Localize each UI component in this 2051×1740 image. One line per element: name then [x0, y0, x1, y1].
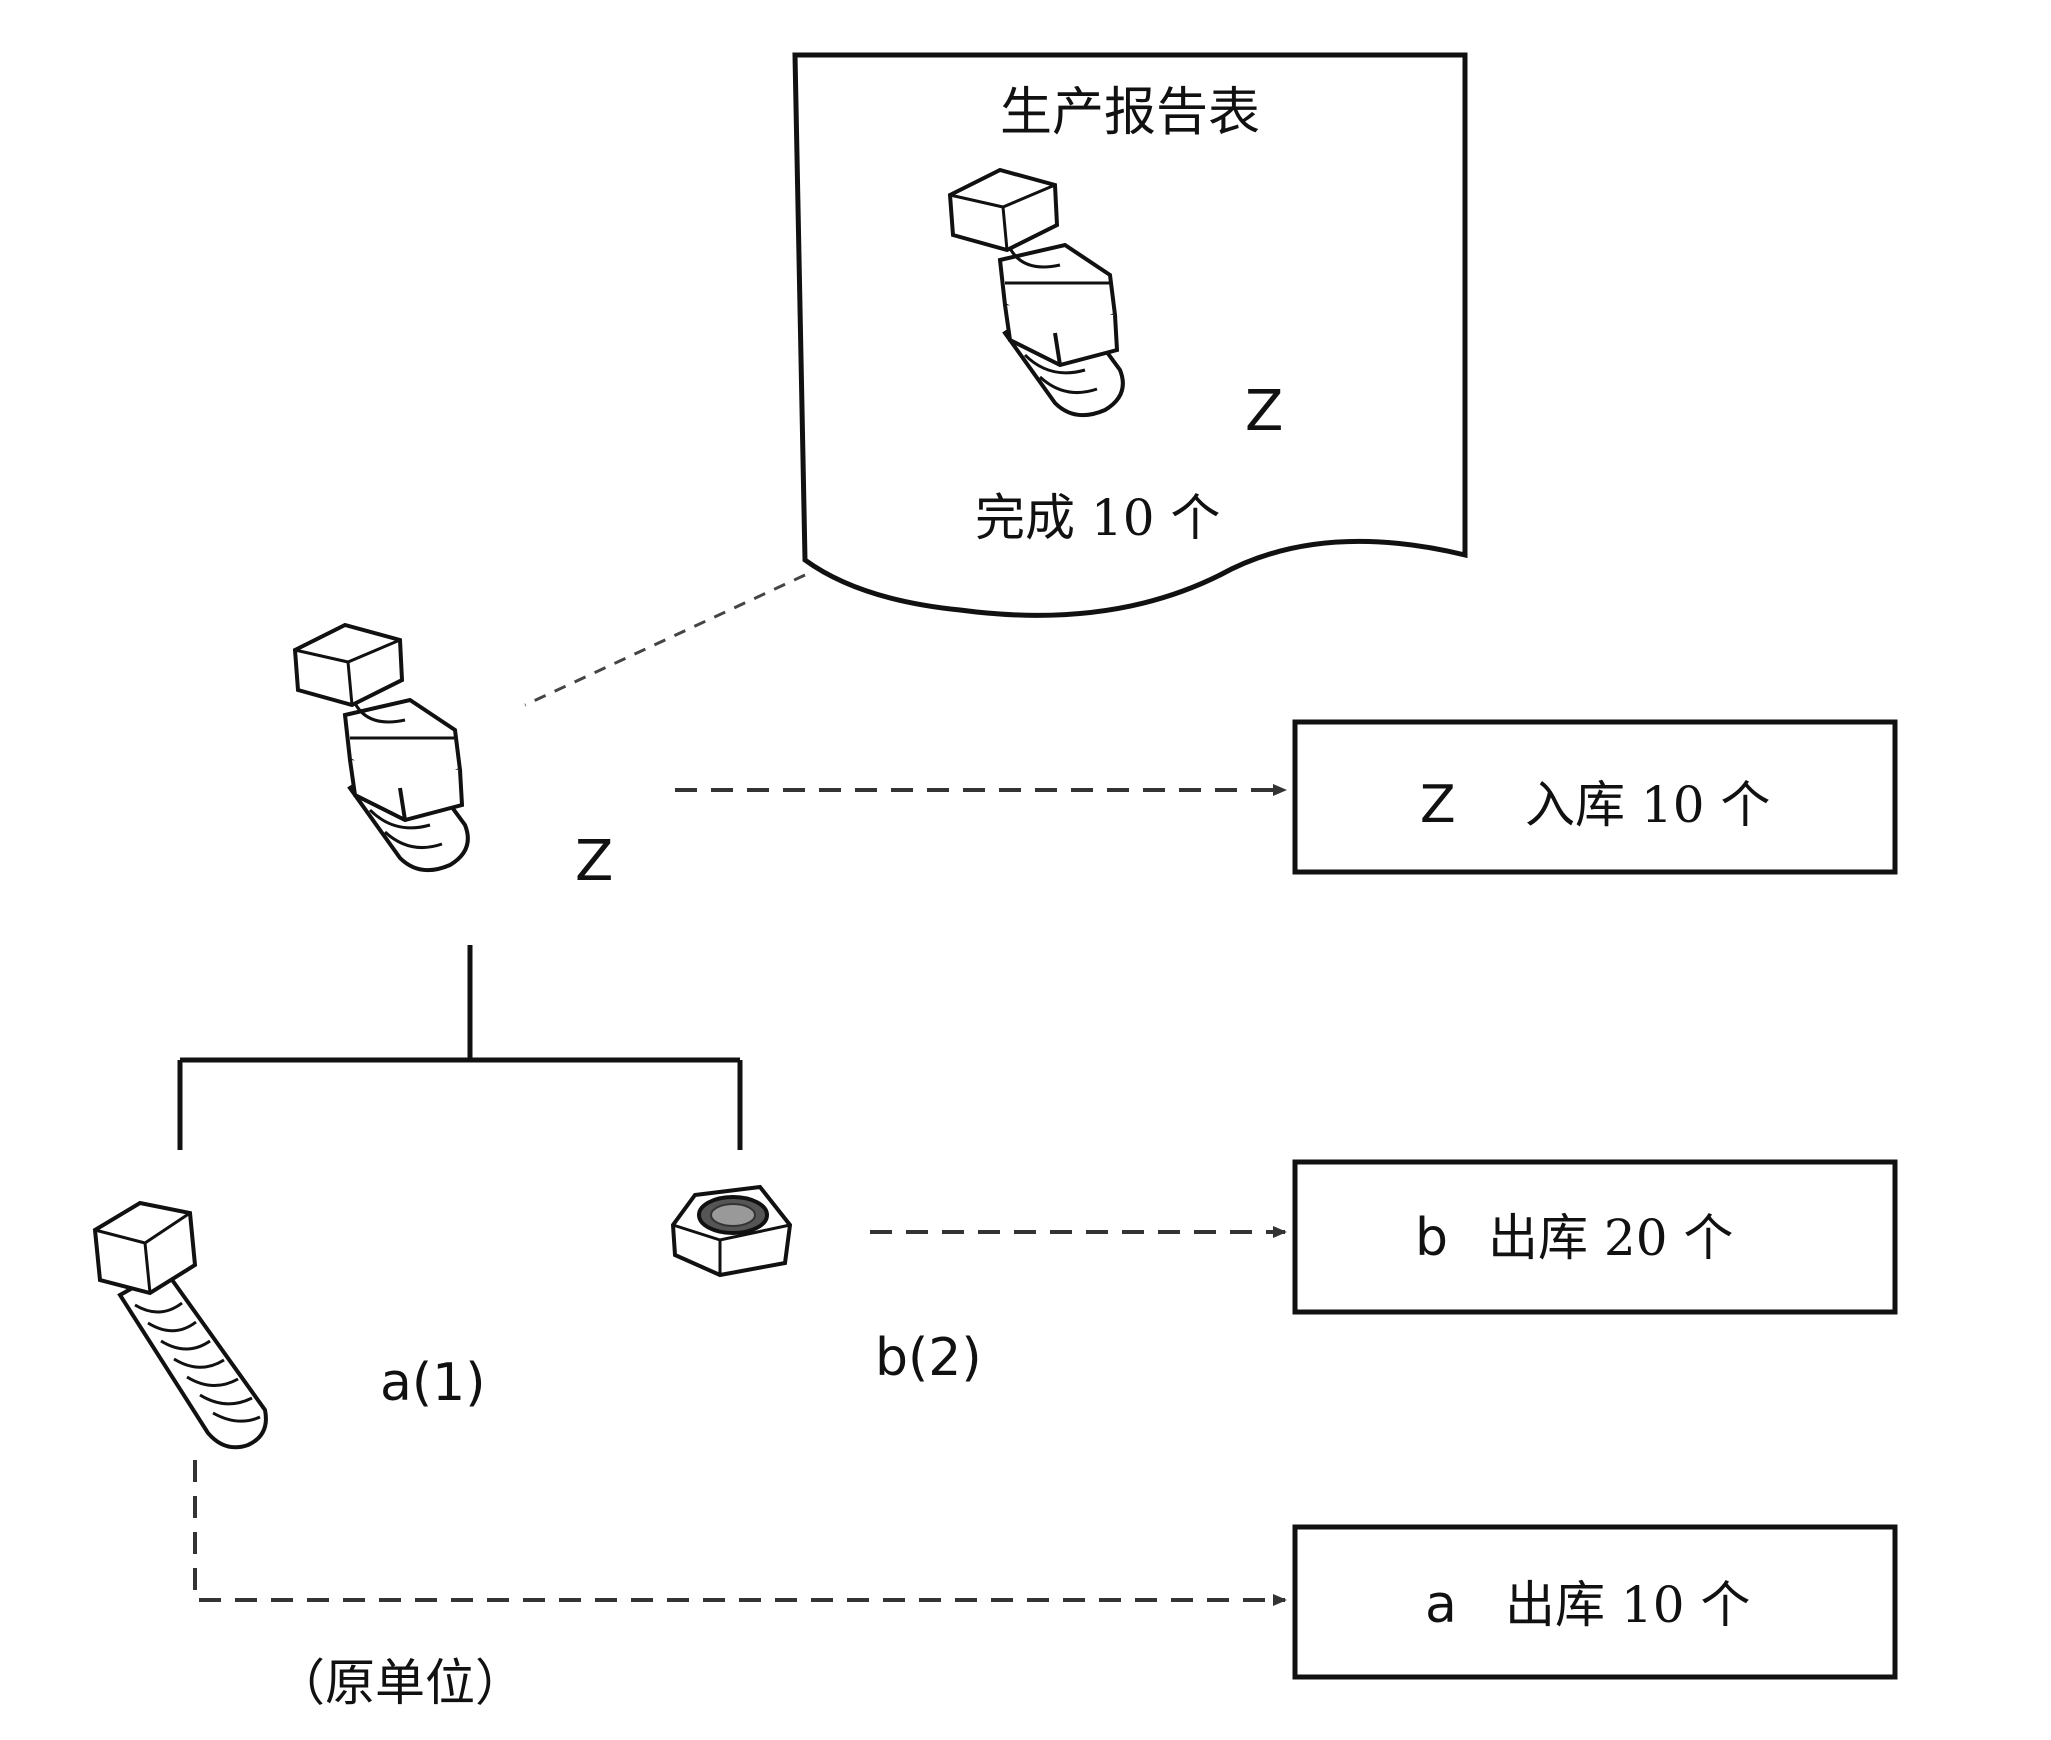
- bom-tree-lines: [177, 945, 743, 1150]
- report-completed-text: 完成 10 个: [975, 489, 1220, 547]
- report-product-letter: Z: [1245, 379, 1283, 444]
- arrow-a-to-stock-out: [193, 1460, 1287, 1606]
- part-b-label: b(2): [875, 1328, 982, 1388]
- transaction-letter: b: [1415, 1208, 1448, 1268]
- transaction-text: 出库 10 个: [1505, 1576, 1750, 1634]
- part-b-nut-icon: [671, 1185, 792, 1277]
- report-title: 生产报告表: [1000, 83, 1260, 143]
- product-bolt-icon: [293, 623, 470, 873]
- unit-note: （原单位）: [275, 1654, 525, 1712]
- transaction-letter: Z: [1420, 775, 1456, 835]
- transaction-box-z: Z 入库 10 个: [1292, 719, 1898, 875]
- transaction-letter: a: [1425, 1575, 1457, 1635]
- product-letter: Z: [575, 829, 613, 894]
- transaction-box-b: b 出库 20 个: [1292, 1159, 1898, 1315]
- part-a-label: a(1): [380, 1353, 486, 1413]
- transaction-text: 入库 10 个: [1525, 776, 1770, 834]
- transaction-box-a: a 出库 10 个: [1292, 1524, 1898, 1680]
- transaction-text: 出库 20 个: [1488, 1209, 1733, 1267]
- doc-connector-line: [524, 573, 806, 707]
- part-a-bolt-icon: [93, 1201, 268, 1450]
